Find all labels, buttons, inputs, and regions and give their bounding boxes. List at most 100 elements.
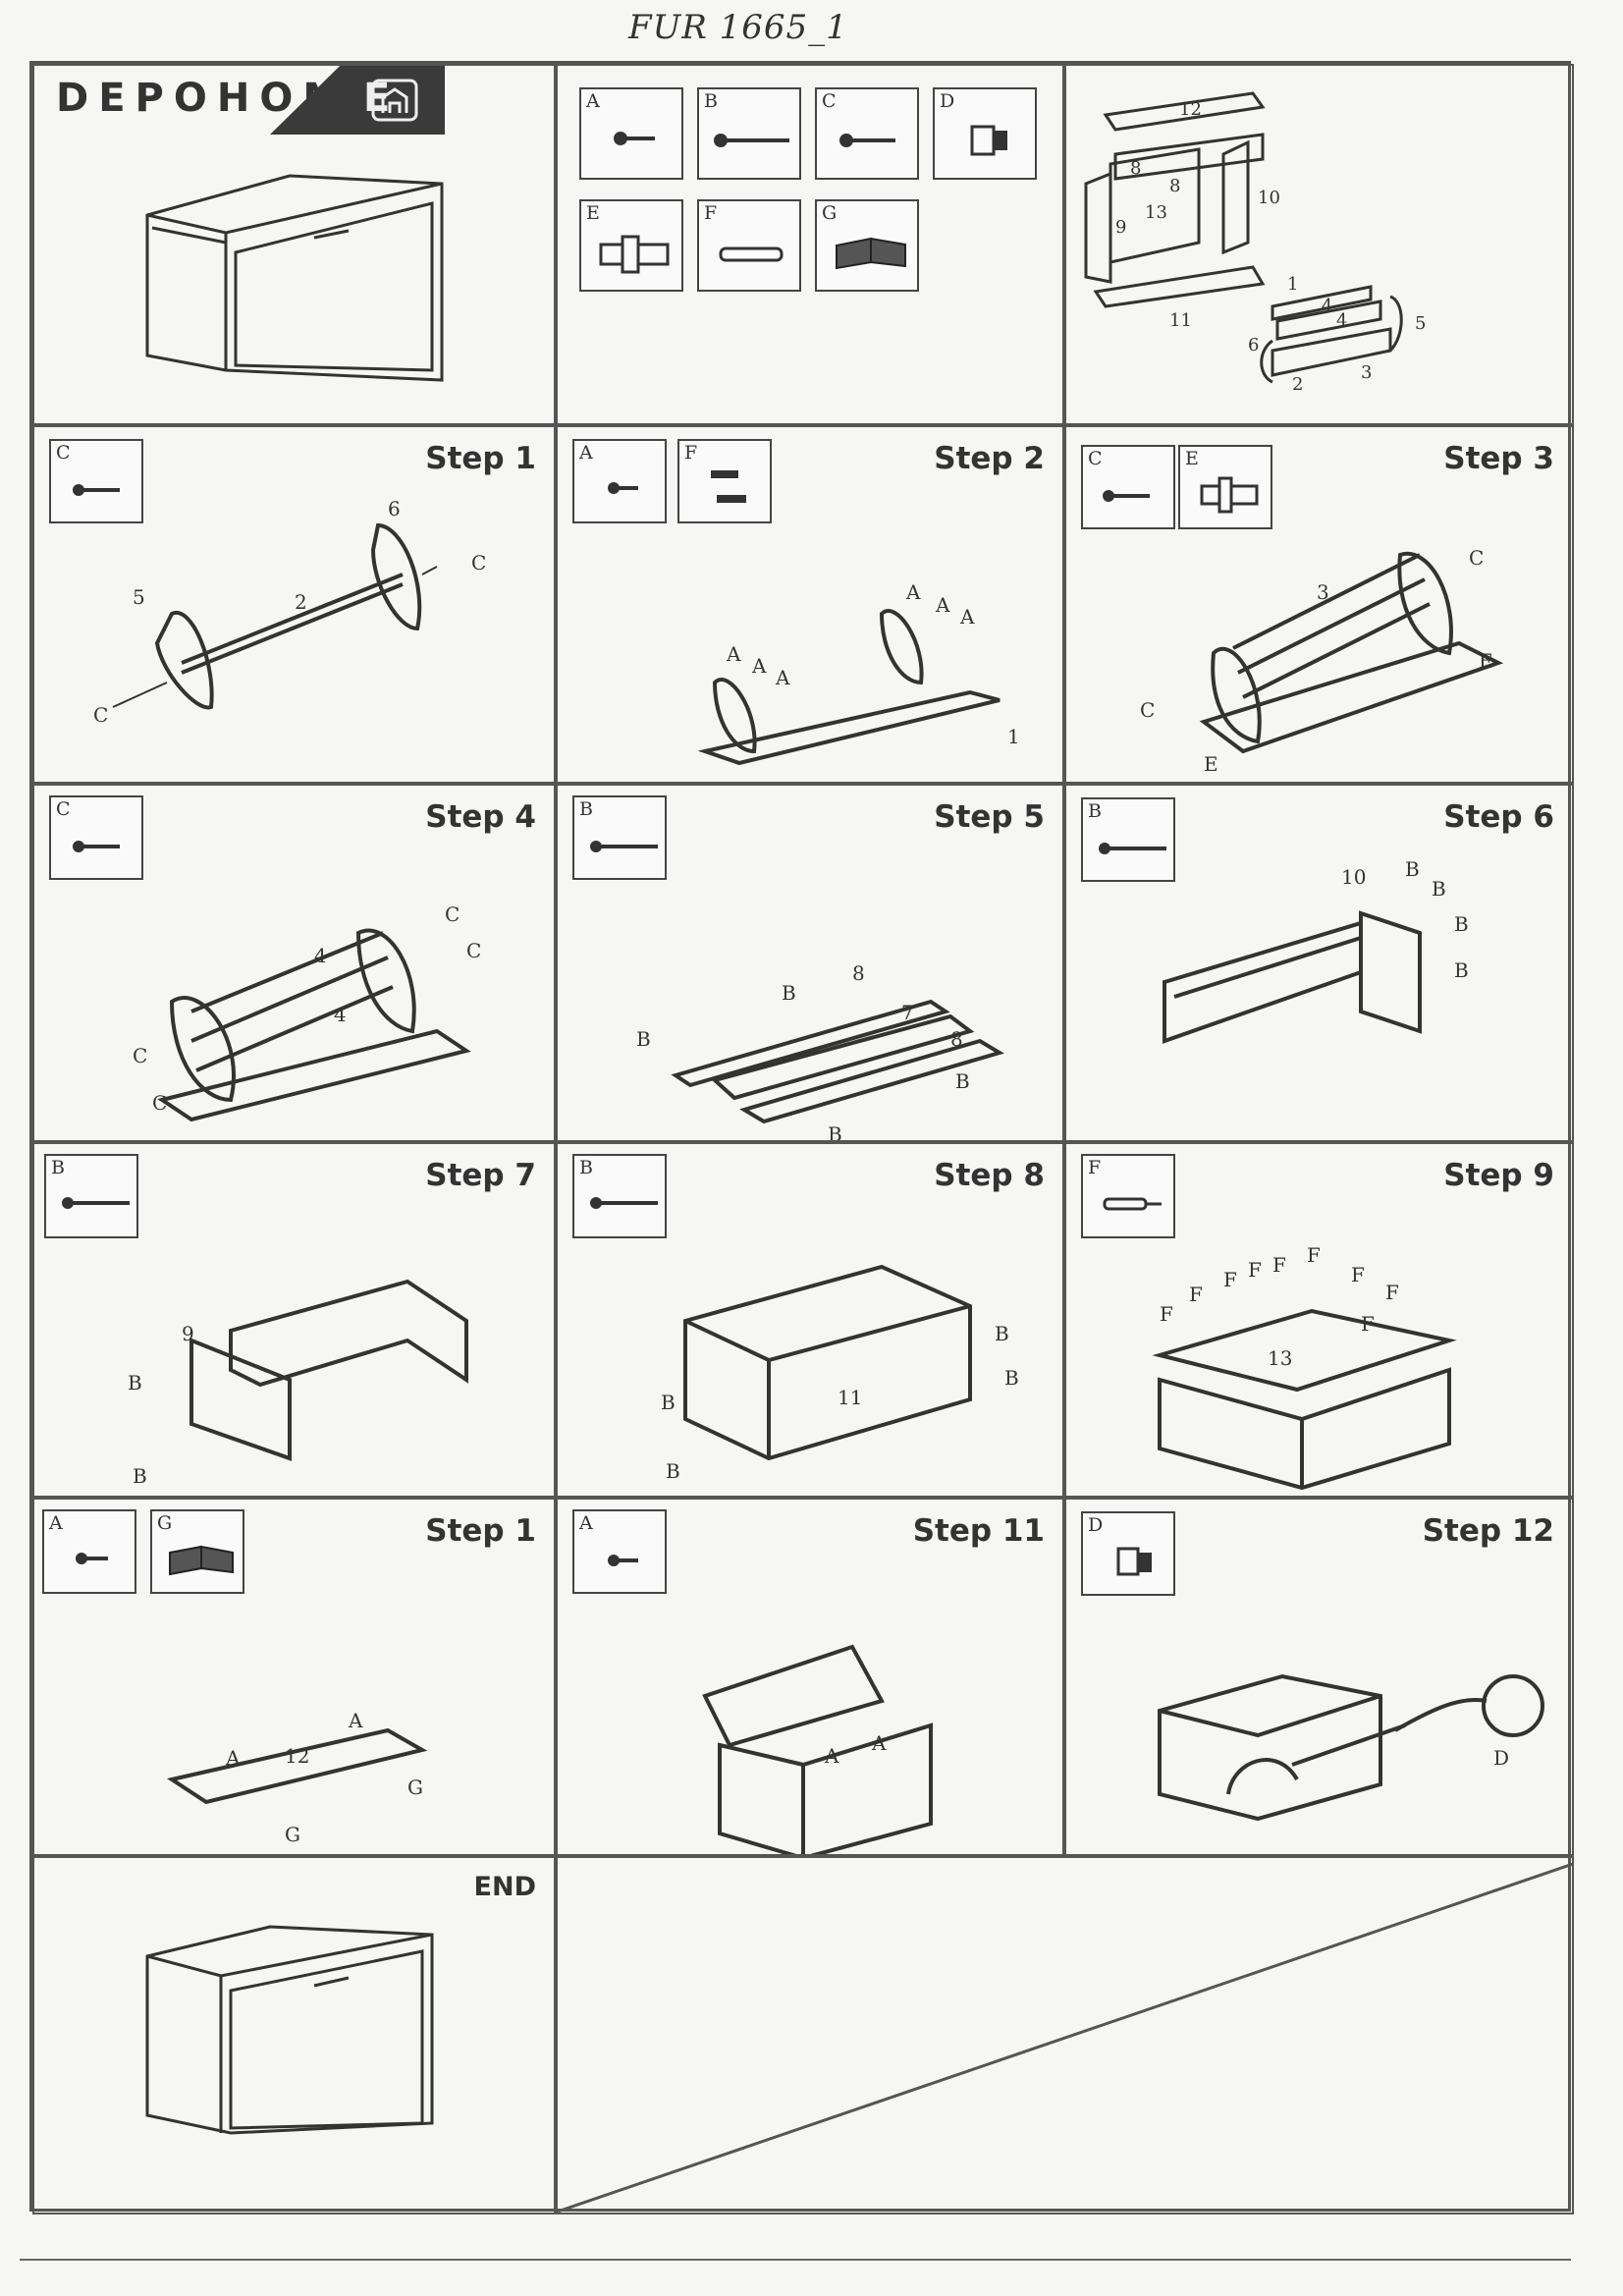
step-10-label-a2: A xyxy=(348,1709,363,1732)
end-title: END xyxy=(473,1872,536,1902)
short-screw-icon xyxy=(608,482,638,494)
medium-screw-icon xyxy=(839,134,895,147)
wood-dowel-icon xyxy=(719,246,784,262)
hinge-icon xyxy=(169,1545,234,1576)
step-5-label-8a: 8 xyxy=(852,961,865,985)
step-6-label-b4: B xyxy=(1454,958,1469,982)
wood-dowel-icon xyxy=(711,470,746,503)
step-8-label-11: 11 xyxy=(838,1386,862,1409)
step-2-cell: Step 2 A F A A A A A A 1 xyxy=(556,425,1064,784)
step-3-title: Step 3 xyxy=(1443,441,1554,476)
part-box-b: B xyxy=(697,87,801,180)
step-12-label-d: D xyxy=(1493,1746,1509,1770)
step-10-title: Step 1 xyxy=(425,1513,536,1549)
step-3-cell: Step 3 C E 3 C E C E xyxy=(1064,425,1574,784)
medium-screw-icon xyxy=(73,484,120,496)
short-screw-icon xyxy=(608,1555,638,1566)
step-2-part-f: F xyxy=(677,439,772,523)
step-6-label-b3: B xyxy=(1454,912,1469,936)
part-box-c: C xyxy=(815,87,919,180)
step-1-drawing: 5 2 6 C C xyxy=(93,497,486,727)
step-7-title: Step 7 xyxy=(425,1158,536,1193)
step-6-title: Step 6 xyxy=(1443,799,1554,835)
handwritten-code: FUR 1665_1 xyxy=(628,8,848,47)
step-10-label-g2: G xyxy=(285,1823,300,1846)
long-screw-icon xyxy=(62,1197,130,1209)
step-4-drawing: C C C C 4 4 xyxy=(133,902,481,1122)
step-1-part-c: C xyxy=(49,439,143,523)
label-1: 1 xyxy=(1287,274,1298,295)
step-10-label-12: 12 xyxy=(285,1744,309,1768)
step-8-cell: Step 8 B B B B B 11 xyxy=(556,1142,1064,1498)
label-13: 13 xyxy=(1145,202,1167,223)
step-4-title: Step 4 xyxy=(425,799,536,835)
step-9-label-f9: F xyxy=(1361,1312,1375,1336)
step-9-label-f7: F xyxy=(1351,1263,1365,1286)
empty-cell xyxy=(556,1856,1574,2214)
step-6-label-10: 10 xyxy=(1341,865,1366,889)
step-5-part-b: B xyxy=(572,795,667,880)
part-box-g: G xyxy=(815,199,919,292)
step-9-cell: Step 9 F F F F F F F F F F 13 xyxy=(1064,1142,1574,1498)
step-5-title: Step 5 xyxy=(934,799,1045,835)
step-8-label-b1: B xyxy=(995,1322,1009,1345)
step-9-part-f: F xyxy=(1081,1154,1175,1238)
step-5-label-b4: B xyxy=(828,1122,842,1142)
step-4-label-c4: C xyxy=(152,1091,167,1115)
footer-rule xyxy=(20,2259,1571,2261)
step-9-label-f4: F xyxy=(1248,1258,1262,1282)
cam-dowel-icon xyxy=(1200,476,1259,514)
step-3-label-c2: C xyxy=(1140,698,1155,722)
step-11-title: Step 11 xyxy=(912,1513,1045,1549)
step-11-part-a: A xyxy=(572,1509,667,1594)
label-9: 9 xyxy=(1115,217,1126,238)
medium-screw-icon xyxy=(73,841,120,852)
exploded-view-drawing: 12 8 8 13 9 10 11 1 4 4 6 2 3 5 xyxy=(1084,91,1426,395)
step-1-label-c1: C xyxy=(471,551,486,574)
step-1-title: Step 1 xyxy=(425,441,536,476)
step-5-label-8b: 8 xyxy=(950,1027,963,1051)
label-4b: 4 xyxy=(1336,310,1347,331)
cam-dowel-icon xyxy=(599,235,670,274)
long-screw-icon xyxy=(590,841,658,852)
step-2-title: Step 2 xyxy=(934,441,1045,476)
step-7-drawing: 9 B B xyxy=(128,1279,468,1488)
step-7-label-9: 9 xyxy=(182,1322,194,1345)
step-10-drawing: A A 12 G G xyxy=(166,1709,428,1846)
step-8-part-b: B xyxy=(572,1154,667,1238)
step-3-part-e: E xyxy=(1178,445,1272,529)
label-2: 2 xyxy=(1292,374,1303,395)
step-4-cell: Step 4 C C C C C 4 4 xyxy=(32,784,556,1142)
step-5-drawing: 8 B B 7 8 B B xyxy=(636,961,1004,1142)
step-1-label-5: 5 xyxy=(133,585,145,609)
step-8-drawing: B B B B 11 xyxy=(661,1264,1019,1483)
step-12-drawing: D xyxy=(1158,1673,1544,1822)
step-6-cell: Step 6 B 10 B B B B xyxy=(1064,784,1574,1142)
step-5-label-b1: B xyxy=(782,981,796,1005)
step-11-label-a1: A xyxy=(824,1744,839,1768)
step-3-label-e2: E xyxy=(1204,752,1218,776)
step-9-drawing: F F F F F F F F F 13 xyxy=(1152,1243,1457,1491)
step-1-label-2: 2 xyxy=(295,590,307,614)
step-2-part-a: A xyxy=(572,439,667,523)
instruction-sheet: DEPOHOM E A B C D E xyxy=(29,61,1574,2214)
step-11-drawing: A A xyxy=(702,1644,933,1854)
step-8-title: Step 8 xyxy=(934,1158,1045,1193)
step-9-label-f5: F xyxy=(1272,1253,1286,1277)
step-7-label-b2: B xyxy=(133,1464,147,1488)
step-2-label-a4: A xyxy=(905,580,921,604)
step-12-title: Step 12 xyxy=(1422,1513,1554,1549)
step-2-label-a5: A xyxy=(935,593,950,617)
step-7-part-b: B xyxy=(44,1154,138,1238)
step-4-label-c3: C xyxy=(133,1044,147,1067)
step-4-part-c: C xyxy=(49,795,143,880)
diagonal-line xyxy=(558,1862,1572,2213)
step-12-part-d: D xyxy=(1081,1511,1175,1596)
cap-stop-icon xyxy=(970,125,1007,156)
part-box-e: E xyxy=(579,199,683,292)
wood-dowel-icon xyxy=(1103,1197,1162,1211)
step-10-cell: Step 1 A G A A 12 G G xyxy=(32,1498,556,1856)
step-10-label-a1: A xyxy=(225,1746,241,1770)
step-2-label-a3: A xyxy=(775,666,790,689)
label-8b: 8 xyxy=(1169,176,1180,196)
